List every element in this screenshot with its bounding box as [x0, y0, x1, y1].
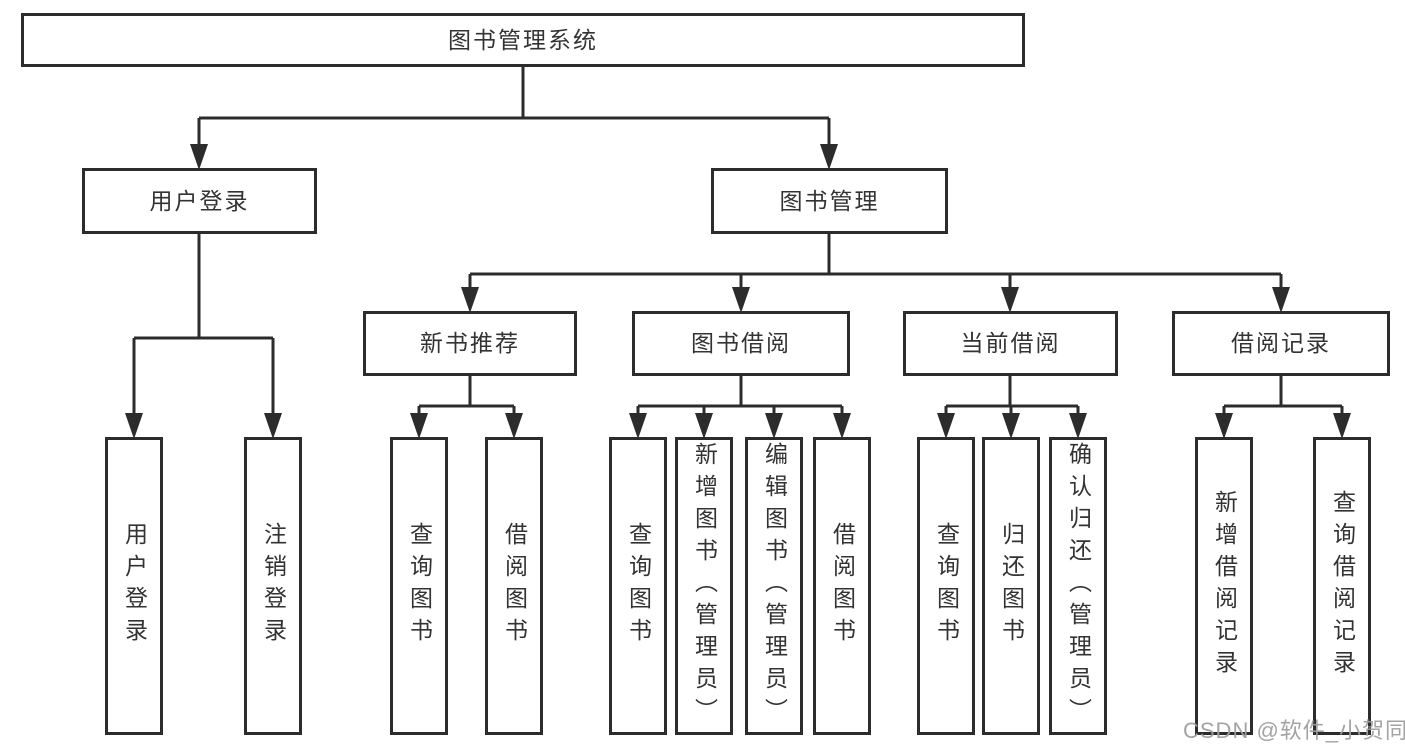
node-leaf-logout: 注销登录: [244, 437, 302, 735]
connector-paths: [132, 67, 1344, 414]
node-leaf-current-return-books-label: 归还图书: [998, 522, 1025, 650]
node-leaf-borrowing-add-books: 新增图书（管理员）: [675, 437, 733, 735]
node-leaf-borrowing-add-books-label: 新增图书（管理员）: [691, 442, 718, 730]
node-leaf-logout-label: 注销登录: [260, 522, 287, 650]
node-user-login: 用户登录: [82, 168, 317, 234]
node-leaf-records-query-record: 查询借阅记录: [1313, 437, 1371, 735]
node-leaf-current-confirm-return: 确认归还（管理员）: [1049, 437, 1107, 735]
node-new-book-recommend: 新书推荐: [363, 311, 577, 376]
node-leaf-records-add-record: 新增借阅记录: [1195, 437, 1253, 735]
node-new-book-recommend-label: 新书推荐: [420, 330, 520, 356]
node-leaf-user-login: 用户登录: [105, 437, 163, 735]
node-leaf-current-query-books: 查询图书: [917, 437, 975, 735]
node-root: 图书管理系统: [21, 13, 1025, 67]
node-leaf-recommend-borrow-books-label: 借阅图书: [501, 522, 528, 650]
node-leaf-borrowing-borrow-books-label: 借阅图书: [829, 522, 856, 650]
node-leaf-borrowing-borrow-books: 借阅图书: [813, 437, 871, 735]
node-book-management: 图书管理: [711, 168, 948, 234]
node-leaf-current-return-books: 归还图书: [982, 437, 1040, 735]
node-borrowing-records: 借阅记录: [1172, 311, 1390, 376]
node-leaf-records-add-record-label: 新增借阅记录: [1211, 490, 1238, 682]
node-leaf-recommend-query-books: 查询图书: [390, 437, 448, 735]
node-leaf-borrowing-edit-books: 编辑图书（管理员）: [745, 437, 803, 735]
node-root-label: 图书管理系统: [448, 26, 598, 53]
node-book-management-label: 图书管理: [779, 187, 880, 214]
node-current-borrowing: 当前借阅: [903, 311, 1118, 376]
node-leaf-borrowing-edit-books-label: 编辑图书（管理员）: [761, 442, 788, 730]
watermark-text: CSDN @软件_小贺同学: [1183, 718, 1405, 743]
node-leaf-borrowing-query-books: 查询图书: [609, 437, 667, 735]
node-leaf-recommend-query-books-label: 查询图书: [406, 522, 433, 650]
node-user-login-label: 用户登录: [149, 187, 250, 214]
node-leaf-borrowing-query-books-label: 查询图书: [625, 522, 652, 650]
node-leaf-recommend-borrow-books: 借阅图书: [485, 437, 543, 735]
node-current-borrowing-label: 当前借阅: [960, 330, 1061, 356]
node-leaf-records-query-record-label: 查询借阅记录: [1329, 490, 1356, 682]
node-book-borrowing-label: 图书借阅: [691, 330, 791, 356]
node-leaf-current-query-books-label: 查询图书: [933, 522, 960, 650]
node-book-borrowing: 图书借阅: [632, 311, 850, 376]
node-borrowing-records-label: 借阅记录: [1231, 330, 1331, 356]
node-leaf-user-login-label: 用户登录: [121, 522, 148, 650]
node-leaf-current-confirm-return-label: 确认归还（管理员）: [1065, 442, 1092, 730]
